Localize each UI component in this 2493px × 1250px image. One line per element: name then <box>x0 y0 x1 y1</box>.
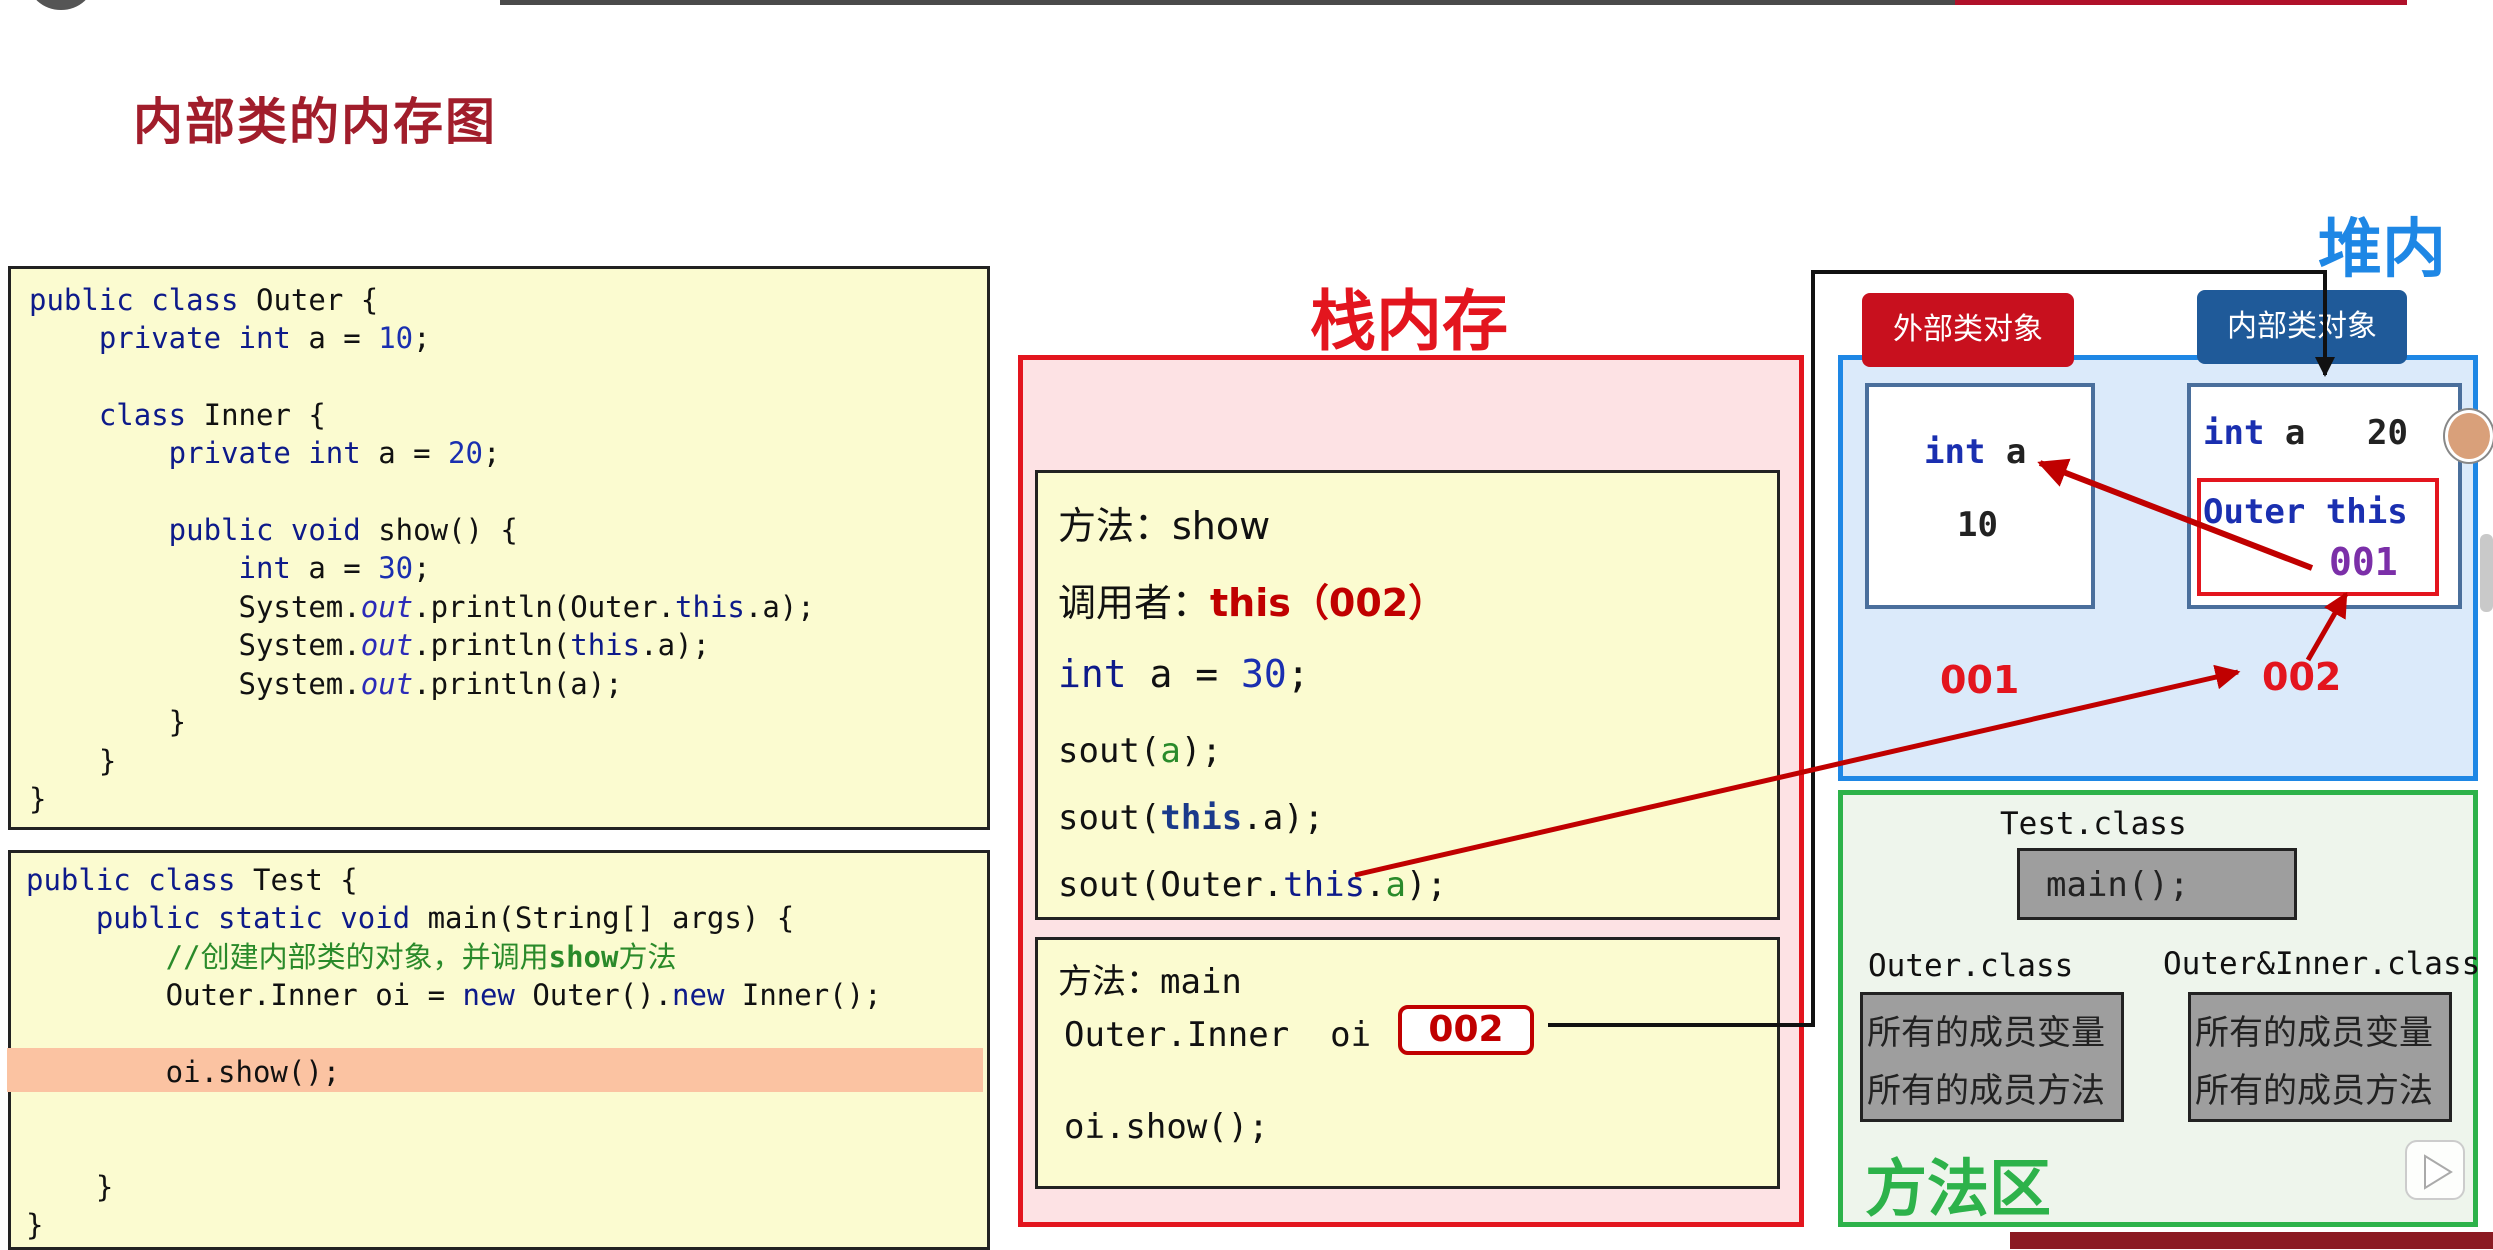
scrollbar-thumb[interactable] <box>2480 534 2493 612</box>
play-icon[interactable] <box>2405 1140 2465 1200</box>
avatar[interactable] <box>2445 410 2493 462</box>
oi-reference-line <box>1548 272 2325 1025</box>
play-triangle-icon <box>2421 1154 2455 1190</box>
sout-outer-this-arrow <box>1355 672 2238 875</box>
outer-this-value-arrow <box>2308 594 2346 660</box>
bottom-banner <box>2010 1232 2493 1249</box>
outer-this-arrow <box>2040 463 2312 568</box>
